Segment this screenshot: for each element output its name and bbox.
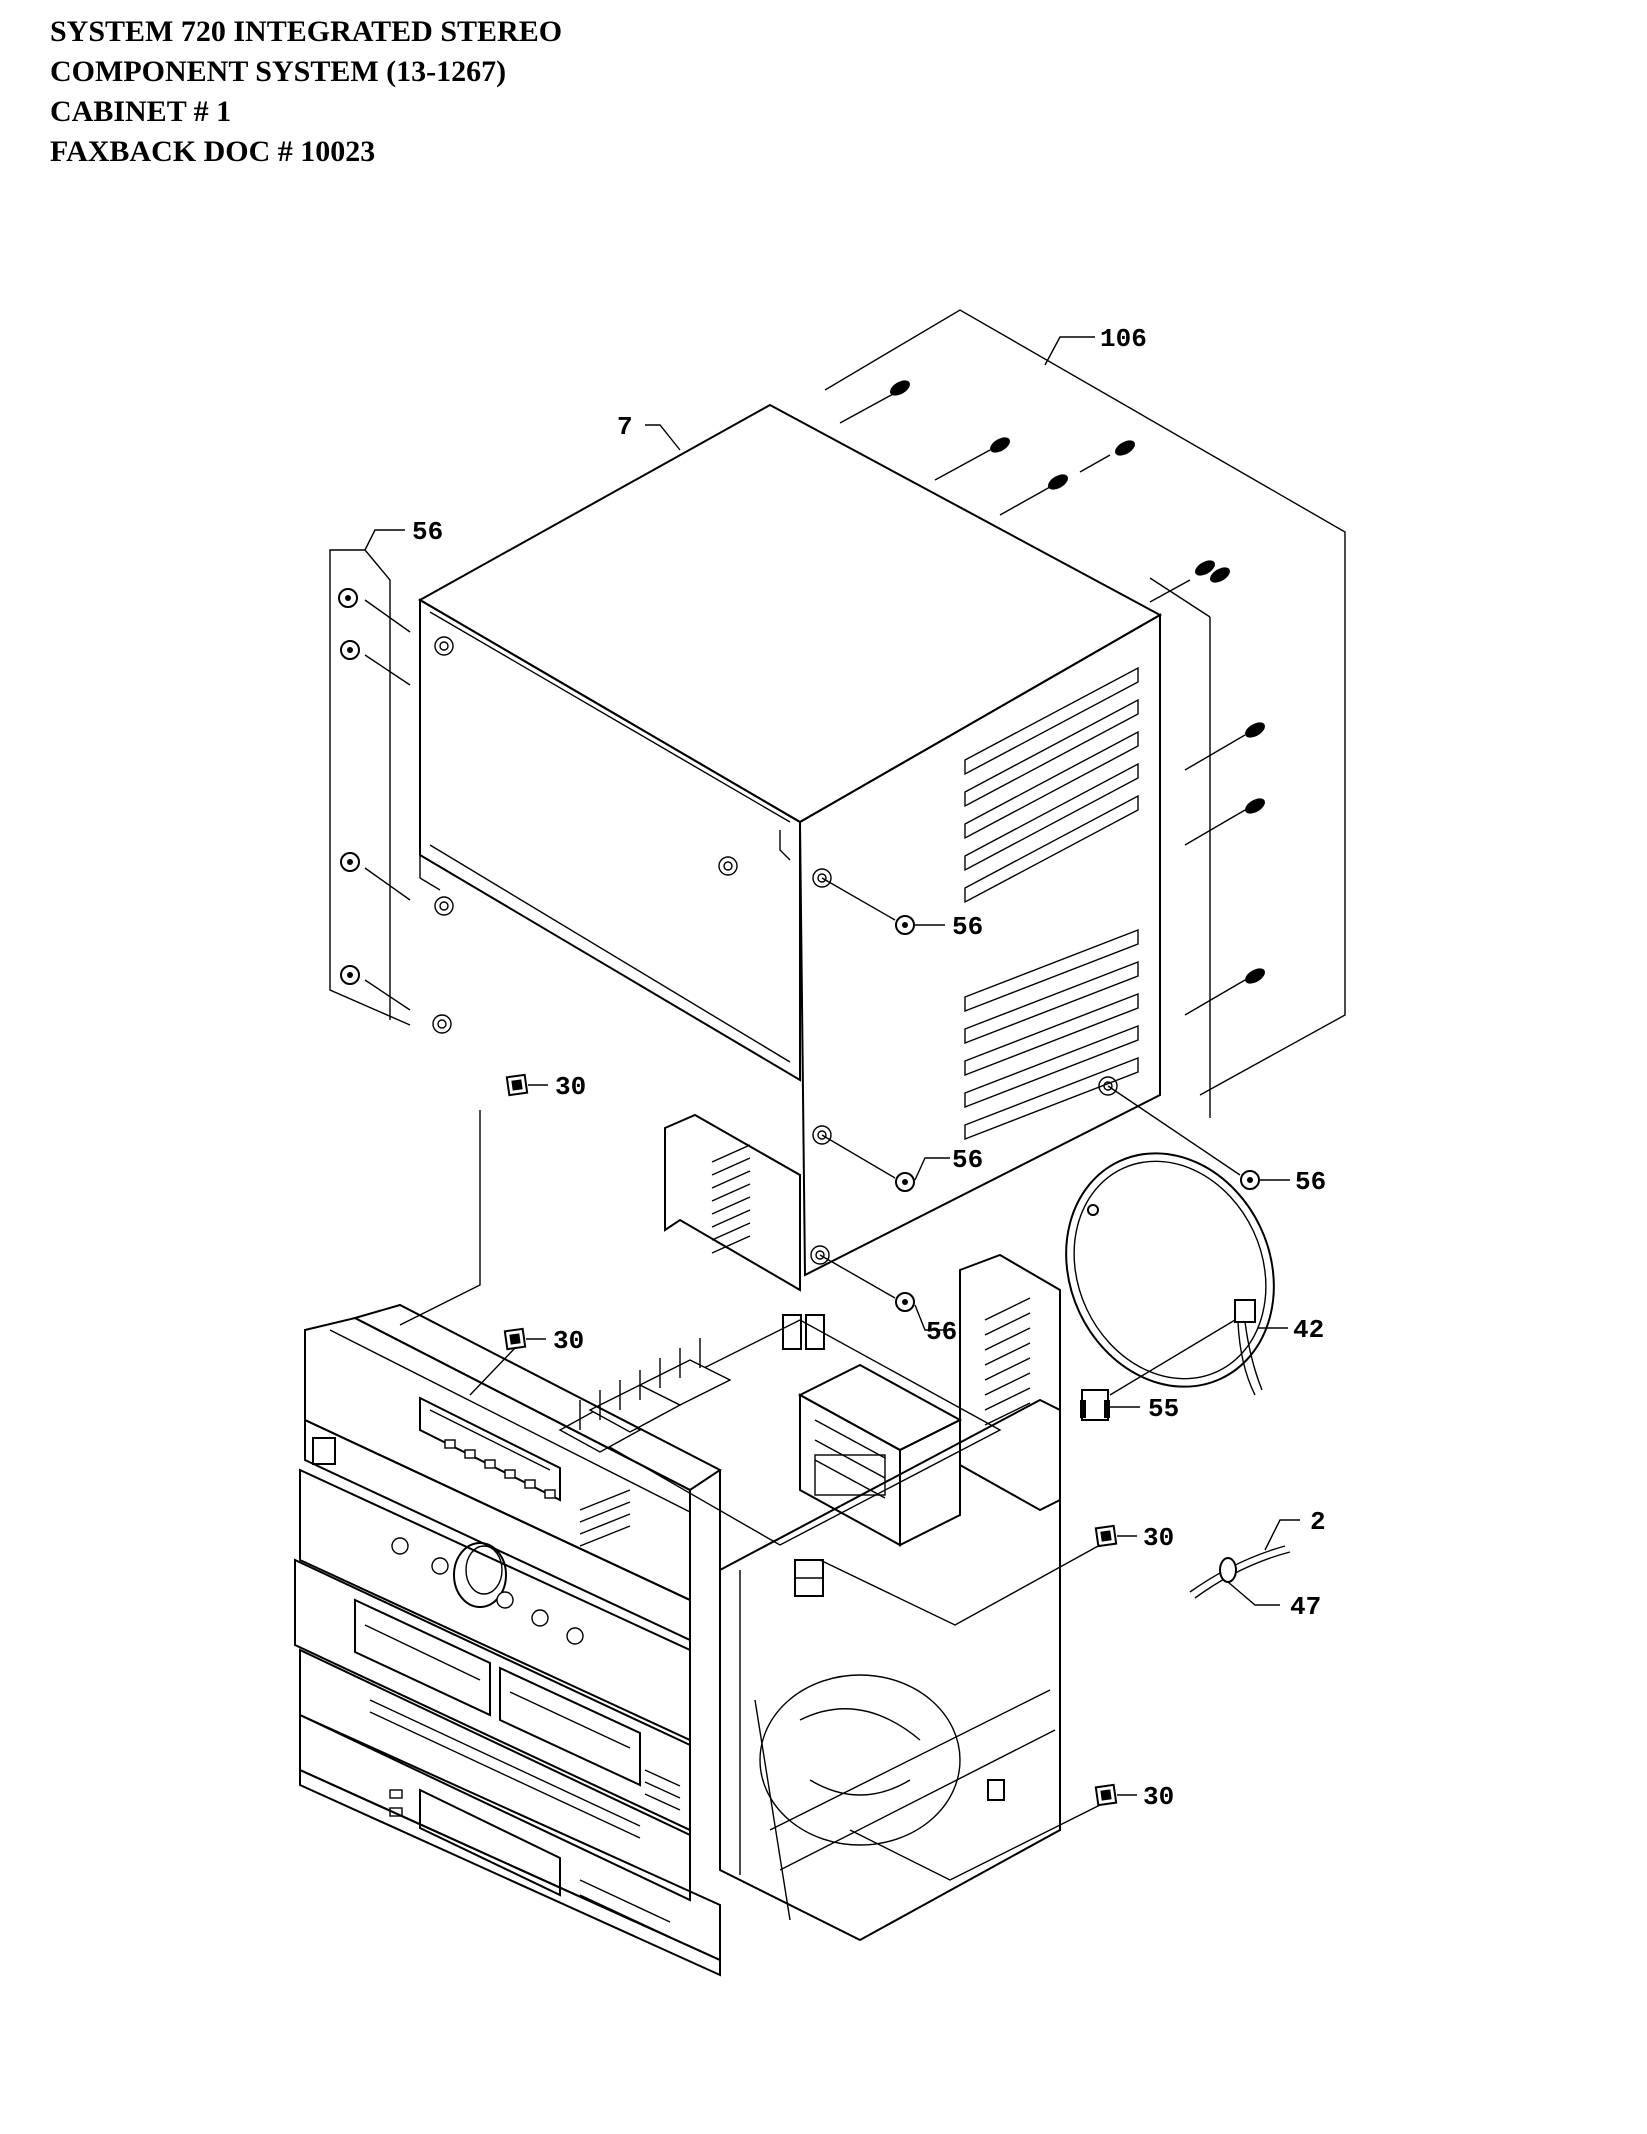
callout-47: 47 <box>1227 1581 1321 1622</box>
callout-30-top: 30 <box>528 1072 586 1102</box>
rear-terminal-connector <box>782 1314 825 1350</box>
front-control-section <box>299 1468 691 1742</box>
power-transformer <box>797 1363 963 1547</box>
svg-text:56: 56 <box>1295 1167 1326 1197</box>
document-header: SYSTEM 720 INTEGRATED STEREO COMPONENT S… <box>50 12 562 172</box>
callout-30-right: 30 <box>1117 1523 1174 1553</box>
svg-text:56: 56 <box>952 912 983 942</box>
part-42-loop-antenna <box>1065 1152 1275 1396</box>
cover-screw-holes-left <box>432 636 738 1034</box>
callout-106: 106 <box>1044 324 1147 366</box>
callout-7: 7 <box>617 412 681 451</box>
svg-text:30: 30 <box>553 1326 584 1356</box>
svg-text:42: 42 <box>1293 1315 1324 1345</box>
small-transformer <box>794 1559 824 1597</box>
rear-power-switch <box>987 1779 1005 1801</box>
svg-text:47: 47 <box>1290 1592 1321 1622</box>
cover-vent-slots-lower <box>964 928 1139 1141</box>
cassette-deck-section <box>294 1558 691 1832</box>
callout-30-bottom: 30 <box>1117 1782 1174 1812</box>
svg-text:56: 56 <box>952 1145 983 1175</box>
svg-text:7: 7 <box>617 412 633 442</box>
header-line-1: SYSTEM 720 INTEGRATED STEREO <box>50 15 563 48</box>
cd-player-section <box>299 1648 721 1962</box>
cover-vent-slots-upper <box>964 666 1139 904</box>
header-line-4: FAXBACK DOC # 10023 <box>50 135 376 168</box>
stereo-main-chassis <box>294 1113 1061 1977</box>
svg-text:30: 30 <box>1143 1782 1174 1812</box>
header-line-3: CABINET # 1 <box>50 95 232 128</box>
header-line-2: COMPONENT SYSTEM (13-1267) <box>50 55 507 88</box>
svg-text:55: 55 <box>1148 1394 1179 1424</box>
part-2-47-power-cord <box>1189 1545 1291 1599</box>
front-amplifier-section <box>304 1303 722 1642</box>
svg-text:2: 2 <box>1310 1507 1326 1537</box>
callout-55: 55 <box>1110 1394 1179 1424</box>
callout-56-left: 56 <box>364 517 443 551</box>
callout-56-right-upper: 56 <box>915 912 983 942</box>
screw-group-106 <box>824 309 1346 1118</box>
cooling-fan <box>759 1674 961 1846</box>
part-30-pads <box>399 1073 1118 1881</box>
svg-text:56: 56 <box>412 517 443 547</box>
callout-56-lower: 56 <box>914 1304 957 1347</box>
callout-2: 2 <box>1264 1507 1326 1551</box>
svg-text:30: 30 <box>1143 1523 1174 1553</box>
cover-screw-holes-right <box>810 868 1118 1265</box>
svg-text:106: 106 <box>1100 324 1147 354</box>
svg-text:30: 30 <box>555 1072 586 1102</box>
screw-group-56-left <box>329 549 411 1026</box>
screws-56-right-face <box>819 877 1260 1312</box>
callout-56-far-right: 56 <box>1260 1167 1326 1197</box>
svg-text:56: 56 <box>926 1317 957 1347</box>
amplifier-heatsinks <box>558 1338 732 1453</box>
cabinet-cover-part-7 <box>417 403 1163 1277</box>
callout-30-inner: 30 <box>526 1326 584 1356</box>
volume-knob <box>453 1542 507 1608</box>
callout-42: 42 <box>1258 1315 1324 1345</box>
part-55-connector <box>1080 1319 1236 1421</box>
callout-56-mid: 56 <box>914 1145 983 1181</box>
